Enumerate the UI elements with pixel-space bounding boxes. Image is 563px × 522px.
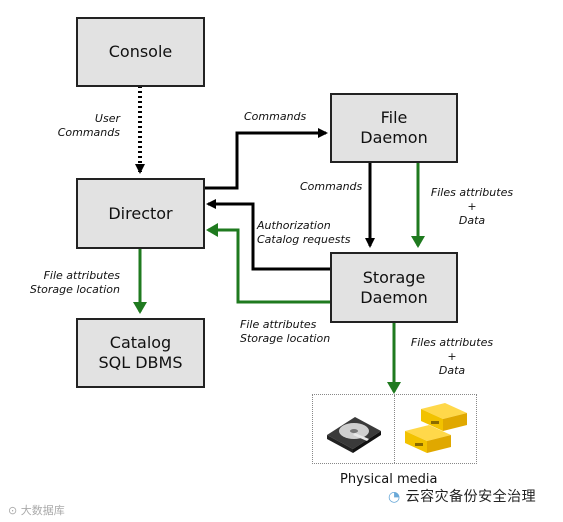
file-daemon-box: File Daemon [330, 93, 458, 163]
media-divider [394, 395, 395, 463]
arrow-storage-to-director-attrs [206, 223, 330, 304]
storage-daemon-box: Storage Daemon [330, 252, 458, 323]
director-box: Director [76, 178, 205, 249]
file-daemon-label-line1: File [380, 108, 408, 127]
arrow-director-to-file-daemon [204, 128, 328, 190]
label-files-attr-fd: Files attributes + Data [430, 186, 514, 227]
watermark-left: ⊙ 大数据库 [8, 504, 65, 517]
label-commands-mid: Commands [300, 180, 363, 193]
console-box: Console [76, 17, 205, 87]
watermark-left-logo-icon: ⊙ [8, 504, 21, 517]
storage-daemon-label-line2: Daemon [360, 287, 428, 307]
label-file-attr-storage: File attributes Storage location [240, 318, 331, 345]
catalog-label-line1: Catalog [109, 333, 172, 352]
catalog-box: Catalog SQL DBMS [76, 318, 205, 388]
storage-daemon-label-line1: Storage [362, 267, 426, 287]
label-auth-catalog: Authorization Catalog requests [257, 219, 351, 246]
watermark-right-logo-icon: ◔ [388, 489, 406, 505]
catalog-label-line2: SQL DBMS [98, 353, 183, 372]
label-files-attr-media: Files attributes + Data [410, 336, 494, 377]
label-file-attr-director: File attributes Storage location [29, 269, 120, 296]
director-label: Director [108, 203, 173, 223]
label-user-commands: User Commands [57, 112, 120, 139]
hard-disk-icon [327, 417, 381, 453]
physical-media-group [312, 394, 477, 464]
watermark-right: ◔ 云容灾备份安全治理 [388, 489, 537, 505]
file-daemon-label-line2: Daemon [360, 128, 428, 147]
physical-media-title: Physical media [340, 472, 438, 487]
console-label: Console [108, 42, 173, 61]
label-commands-top: Commands [244, 110, 307, 123]
tape-cartridges-icon [405, 403, 467, 453]
arrow-storage-to-director [206, 199, 330, 271]
